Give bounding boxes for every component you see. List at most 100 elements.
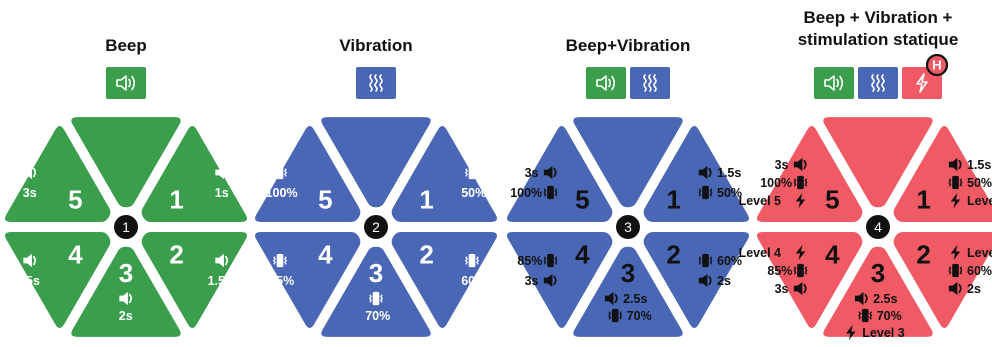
sector-top[interactable] [823,117,933,208]
speaker-icon [604,291,618,306]
sector-lower-left[interactable]: 485%3s [507,232,613,328]
speaker-icon [543,165,557,180]
vibration-waves-button[interactable] [630,67,670,99]
sector-line [215,253,229,268]
bolt-icon [846,324,856,341]
phone-vibrate-icon [698,253,713,268]
phone-vibrate-icon [858,308,873,323]
speaker-icon [948,157,962,172]
speaker-icon [23,165,37,180]
vibration-waves-icon [643,74,657,92]
sector-value: 50% [967,176,992,190]
sector-number: 4 [825,240,840,270]
sector-top[interactable] [71,117,181,208]
phone-vibrate-icon [543,185,558,200]
center-badge: 2 [364,215,388,239]
sector-number: 1 [916,185,930,215]
sector-line: 2.5s [604,291,647,306]
sector-lower-left[interactable]: 42.5s [5,232,111,328]
sector-number: 1 [666,185,680,215]
sector-line: 1.5s [698,165,741,180]
sector-lower-right[interactable]: 2 60% [391,232,497,328]
sector-number: 2 [169,240,183,270]
sector-line: 3s [775,157,807,172]
sector-value: Level 3 [862,326,904,340]
mode-buttons [356,67,396,99]
sector-value: Level 1 [967,194,992,208]
sector-line: 100% [760,175,808,190]
sector-value: 60% [461,274,486,288]
sector-number: 2 [916,240,930,270]
vibration-waves-button[interactable] [356,67,396,99]
phone-vibrate-icon [793,263,808,278]
sector-top[interactable] [321,117,431,208]
sector-line: 1s [215,186,229,200]
vibration-waves-icon [871,74,885,92]
panel-title: Vibration [339,36,412,55]
sector-line [273,253,287,268]
sector-number: 2 [419,240,433,270]
speaker-button[interactable] [106,67,146,99]
sector-line: 70% [365,309,390,323]
sector-line: 1.5s [948,157,991,172]
center-number: 2 [372,219,380,235]
sector-bottom[interactable]: 3 70% [321,246,431,337]
sector-lower-right[interactable]: 2Level 260%2s [893,232,992,328]
sector-number: 3 [369,258,383,288]
hold-badge: H [925,53,949,77]
speaker-icon [793,281,807,296]
speaker-icon [824,75,844,91]
speaker-icon [948,281,962,296]
sector-number: 5 [825,185,839,215]
mode-buttons [106,67,146,99]
sector-value: 70% [365,309,390,323]
sector-number: 5 [575,185,589,215]
sector-bottom[interactable]: 32s [71,246,181,337]
sector-value: 85% [269,274,294,288]
sector-line: 3s [23,186,37,200]
vibration-waves-button[interactable] [858,67,898,99]
phone-vibrate-icon [465,165,479,180]
sector-value: 100% [510,186,542,200]
sector-value: 1.5s [717,166,741,180]
sector-line: 85% [517,253,558,268]
sector-number: 3 [119,258,133,288]
phone-vibrate-icon [273,165,287,180]
phone-vibrate-icon [793,175,808,190]
sector-upper-right[interactable]: 1 1.5s 50% Level 1 [893,126,992,222]
sector-upper-left[interactable]: 5 3s 100% [507,126,613,222]
speaker-button[interactable] [586,67,626,99]
phone-vibrate-icon [273,253,287,268]
sector-line: 3s [775,281,807,296]
sector-line [273,165,287,180]
sector-line [23,253,37,268]
sector-lower-left[interactable]: 485% [255,232,361,328]
sector-number: 5 [318,185,332,215]
sector-line: 2.5s [854,291,897,306]
sector-lower-right[interactable]: 21.5s [141,232,247,328]
sector-line: Level 3 [846,324,905,341]
phone-vibrate-icon [698,185,713,200]
sector-line [23,165,37,180]
sector-line: 85% [269,274,294,288]
sector-value: 3s [525,166,539,180]
sector-top[interactable] [573,117,683,208]
lightning-button[interactable] [902,67,942,99]
sector-line: 70% [858,308,902,323]
speaker-icon [596,75,616,91]
sector-upper-left[interactable]: 53s [5,126,111,222]
speaker-button[interactable] [814,67,854,99]
sector-value: 50% [461,186,486,200]
sector-line [215,165,229,180]
